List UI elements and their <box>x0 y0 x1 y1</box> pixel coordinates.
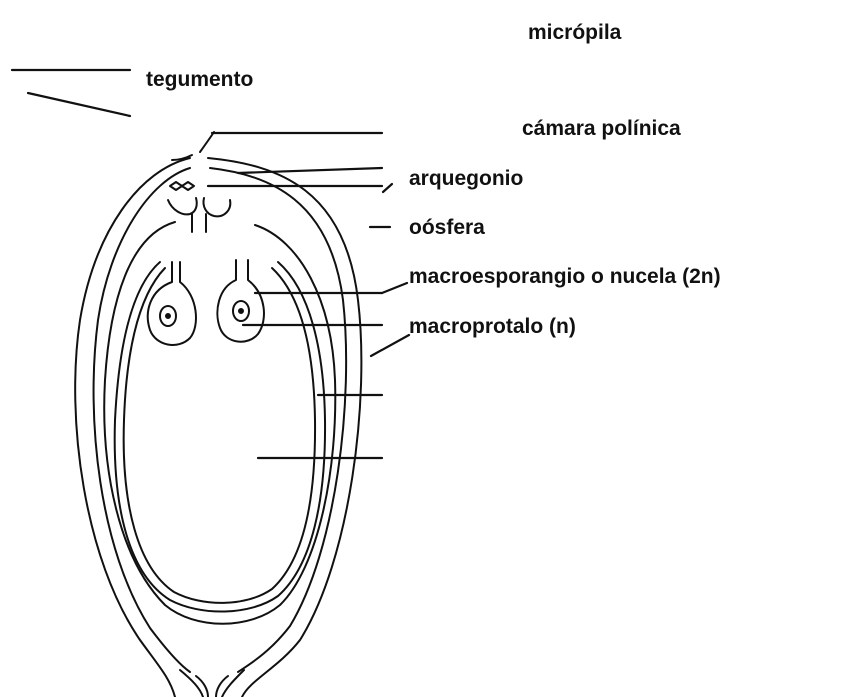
label-macroprotalo: macroprotalo (n) <box>409 316 576 337</box>
integument-outer-wall-right <box>208 158 361 697</box>
leader-macroprotalo-2 <box>371 335 409 356</box>
label-tegumento: tegumento <box>146 69 253 90</box>
label-oosfera: oósfera <box>409 217 485 238</box>
pollen-grains <box>170 182 194 190</box>
leader-macroesporangio-2 <box>382 283 407 293</box>
egg-nucleus-right <box>239 309 243 313</box>
pollen-chamber-neck <box>192 214 206 232</box>
stalk <box>180 670 244 697</box>
pollen-chamber-right <box>203 198 230 216</box>
egg-nucleus-left <box>166 314 170 318</box>
integument-inner-wall <box>94 168 190 672</box>
label-micropila: micrópila <box>528 22 621 43</box>
label-camara-polinica: cámara polínica <box>522 118 681 139</box>
micropyle-right <box>200 132 214 152</box>
label-macroesporangio: macroesporangio o nucela (2n) <box>409 266 721 287</box>
label-arquegonio: arquegonio <box>409 168 523 189</box>
archegonium-left <box>148 262 196 345</box>
pollen-chamber-left <box>168 198 197 214</box>
leader-arquegonio <box>383 184 392 192</box>
leader-tegumento-2 <box>28 93 130 116</box>
megaprothallus-inner <box>124 268 315 603</box>
integument-outer-wall <box>75 158 190 697</box>
